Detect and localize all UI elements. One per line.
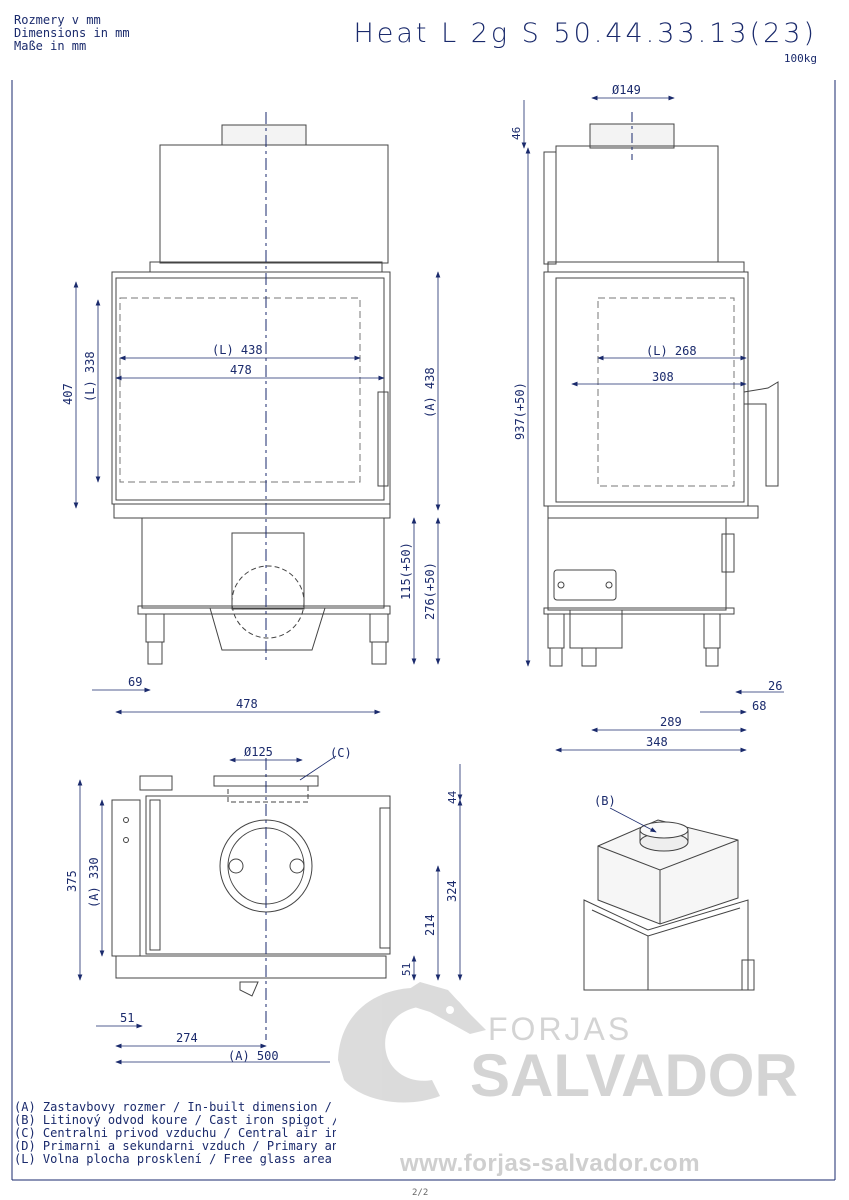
front-dimensions [73,271,441,715]
legend-item-a: (A) Zastavbovy rozmer / In-built dimensi… [14,1101,336,1114]
top-label-c: (C) [330,746,352,760]
weight-label: 100kg [783,52,817,65]
top-d-324: 324 [445,880,459,902]
side-view [543,112,779,667]
watermark-brand-main: SALVADOR [470,1042,798,1109]
side-total-height: 937(+50) [513,382,527,440]
units-note: Rozmery v mm Dimensions in mm Maße in mm [14,14,130,53]
side-width-308: 308 [652,370,674,384]
front-h-276: 276(+50) [423,562,437,620]
side-d-68: 68 [752,699,766,713]
top-spigot: Ø125 [244,745,273,759]
front-width-478: 478 [230,363,252,377]
drawing-border [11,80,836,1181]
iso-view [583,819,755,991]
front-foot-69: 69 [128,675,142,689]
side-d-348: 348 [646,735,668,749]
top-d-51h: 51 [120,1011,134,1025]
front-glass-width: (L) 438 [212,343,263,357]
top-d-375: 375 [65,870,79,892]
units-de: Maße in mm [14,39,87,53]
top-d-51v: 51 [400,963,413,976]
units-cz: Rozmery v mm [14,13,101,27]
front-glass-height: (L) 338 [83,351,97,402]
front-inbuilt-height: (A) 438 [423,367,437,418]
iso-label-b: (B) [594,794,616,808]
page-title: Heat L 2g S 50.44.33.13(23) [353,18,817,49]
top-d-274: 274 [176,1031,198,1045]
side-d-26: 26 [768,679,782,693]
page-number: 2/2 [412,1188,429,1198]
side-spigot: Ø149 [612,83,641,97]
dragon-logo-icon [338,982,486,1103]
units-en: Dimensions in mm [14,26,130,40]
watermark-brand-top: FORJAS [488,1011,632,1047]
legend: (A) Zastavbovy rozmer / In-built dimensi… [14,1101,336,1166]
legend-item-l: (L) Volna plocha prosklení / Free glass … [14,1153,336,1166]
watermark-url: www.forjas-salvador.com [400,1150,701,1177]
front-h-115: 115(+50) [399,542,413,600]
side-dimensions [521,95,784,753]
top-dimensions [77,755,463,1065]
front-bottom-width: 478 [236,697,258,711]
top-view [111,758,391,1040]
top-inbuilt-500: (A) 500 [228,1049,279,1063]
iso-label-leader [609,807,657,833]
side-glass-width: (L) 268 [646,344,697,358]
top-d-44: 44 [446,790,459,804]
side-d-289: 289 [660,715,682,729]
top-inbuilt-330: (A) 330 [87,857,101,908]
front-height-407: 407 [61,383,75,405]
legend-item-d: (D) Primarni a sekundarni vzduch / Prima… [14,1140,336,1153]
front-view [111,112,391,665]
side-top-46: 46 [510,127,523,140]
top-d-214: 214 [423,914,437,936]
legend-item-b: (B) Litinový odvod koure / Cast iron spi… [14,1114,336,1127]
legend-item-c: (C) Centralni privod vzduchu / Central a… [14,1127,336,1140]
